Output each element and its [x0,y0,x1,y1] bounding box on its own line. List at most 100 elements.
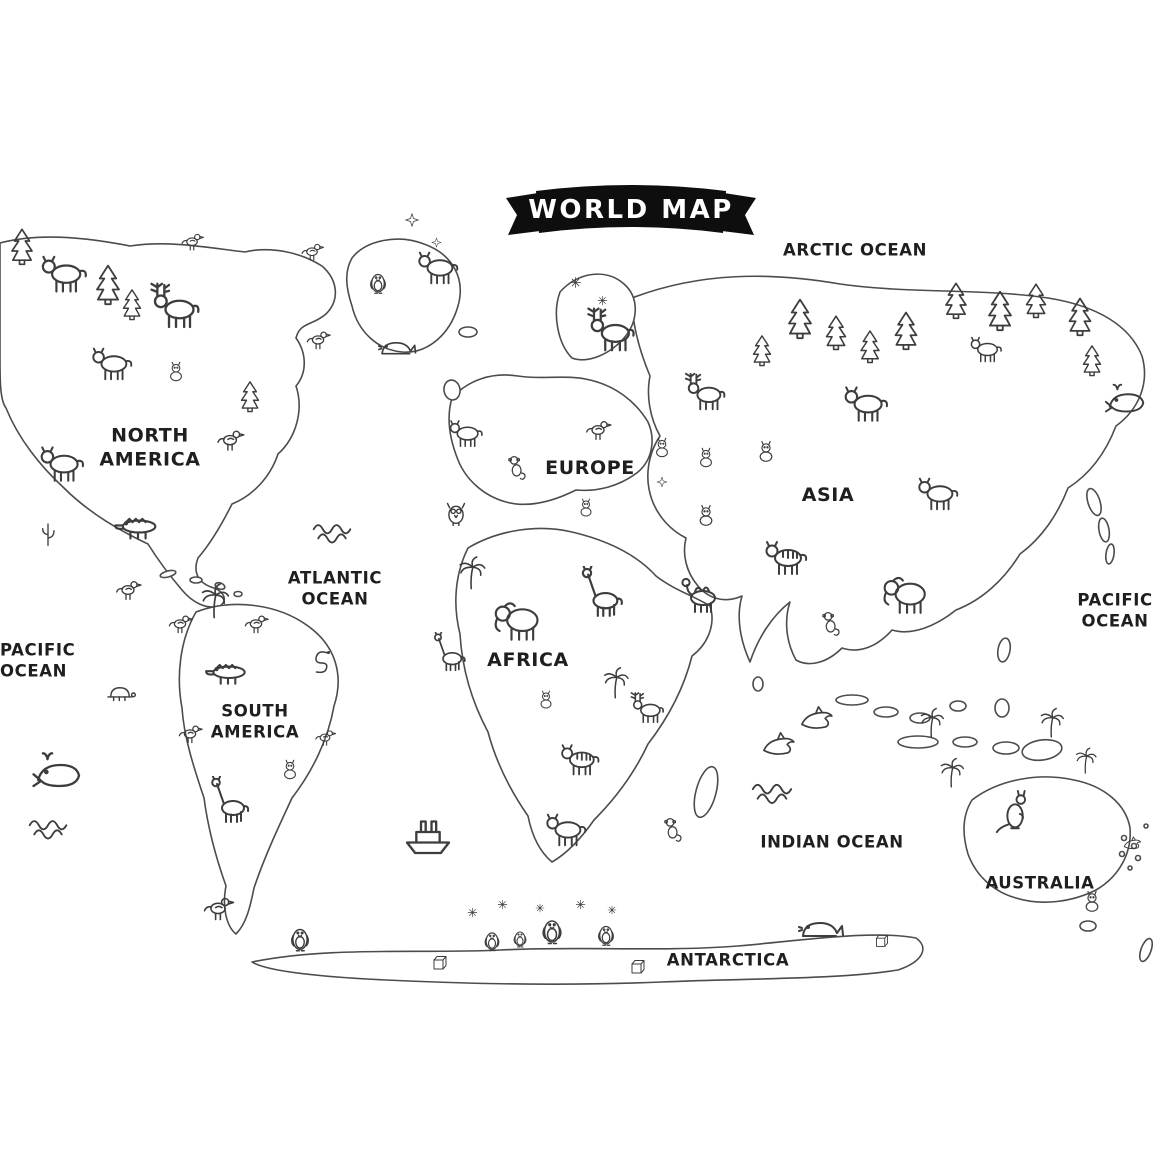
ice-cube-icon [871,929,893,951]
moose-icon [585,303,639,357]
island-iceland [458,326,478,338]
eagle-icon [213,421,247,455]
bear-icon [915,469,961,515]
pine-tree-icon [885,309,927,351]
wave-icon [310,510,354,554]
islands-pacific [1118,823,1149,871]
fish-icon [1121,831,1143,853]
owl-icon [439,495,473,529]
sparkle-icon [403,211,421,229]
meerkat-icon [534,688,558,712]
label-asia: ASIA [801,484,855,507]
cat-icon [692,502,720,530]
region-scandinavia [555,273,636,361]
puffin-icon [298,236,326,264]
dolphin-icon [796,696,836,736]
parrot-icon [175,717,205,747]
penguin-icon [283,921,317,955]
pine-tree-icon [745,333,779,367]
continent-europe [448,374,653,506]
island-britain [443,379,461,401]
island-madagascar [693,765,719,819]
zebra-icon [558,736,602,780]
pine-tree-icon [233,379,267,413]
continent-south-america [178,603,339,935]
islands-japan [1086,487,1115,565]
squirrel-icon [693,445,719,471]
pine-tree-icon [1059,295,1101,337]
polar-bear-icon [415,243,461,289]
palm-tree-icon [1035,705,1069,739]
squirrel-icon [163,359,189,385]
walrus-icon [378,322,418,362]
camel-icon [676,568,724,616]
snowflake-icon [496,898,509,911]
stork-icon [582,412,614,444]
continent-asia [631,275,1146,665]
giraffe-icon [574,566,626,618]
pine-tree-icon [936,280,976,320]
auk-icon [363,267,393,297]
fox-icon [447,413,485,451]
penguin-icon [508,926,532,950]
label-atlantic-ocean: ATLANTIC OCEAN [287,568,383,608]
deer-icon [683,369,729,415]
whale-icon [30,744,86,800]
donkey-icon [89,339,135,385]
ship-icon [400,804,456,860]
continent-africa [455,527,713,863]
ice-cube-icon [626,954,650,978]
antelope-icon [629,689,667,727]
cactus-icon [32,516,64,548]
title-banner: WORLD MAP [506,185,756,235]
ribbon-tail-left [506,193,540,235]
label-pacific-ocean-east: PACIFIC OCEAN [1077,590,1153,630]
pine-tree-icon [1017,281,1055,319]
hedgehog-icon [649,435,675,461]
flamingo-icon [428,632,468,672]
snowflake-icon [574,898,587,911]
elephant-icon [492,592,544,644]
kangaroo-icon [993,789,1039,835]
wave-icon [26,806,70,850]
llama-icon [204,776,252,824]
sparkle-icon [430,236,443,249]
label-africa: AFRICA [487,649,569,672]
ice-cube-icon [428,950,452,974]
ribbon-band [536,185,726,233]
label-indian-ocean: INDIAN OCEAN [760,832,904,852]
toucan-icon [241,607,271,637]
continent-antarctica [251,934,924,985]
island-greenland [345,238,462,353]
label-pacific-ocean-west: PACIFIC OCEAN [0,640,76,680]
palm-tree-icon [453,553,491,591]
rabbit-icon [752,438,780,466]
pine-tree-icon [1075,343,1109,377]
polar-bear-icon [38,246,90,298]
label-antarctica: ANTARCTICA [666,950,790,970]
wave-icon [749,769,795,815]
songbird-icon [312,723,338,749]
islands-caribbean [159,569,243,598]
arctic-fox-icon [968,330,1004,366]
snowflake-icon [466,906,479,919]
tiger-icon [762,532,810,580]
penguin-icon [478,926,506,954]
lion-icon [543,805,589,851]
continent-australia [963,776,1131,903]
snowflake-icon [606,904,618,916]
label-arctic-ocean: ARCTIC OCEAN [782,240,928,260]
elephant-icon [881,567,931,617]
yak-icon [841,377,891,427]
whale-icon [1103,377,1149,423]
lemur-icon [501,451,531,481]
tree-frog-icon [277,757,303,783]
moose-icon [148,278,204,334]
label-europe: EUROPE [545,457,635,480]
parrot-icon [112,572,144,604]
turtle-icon [103,675,137,709]
goose-icon [303,323,333,353]
pine-tree-icon [852,328,888,364]
